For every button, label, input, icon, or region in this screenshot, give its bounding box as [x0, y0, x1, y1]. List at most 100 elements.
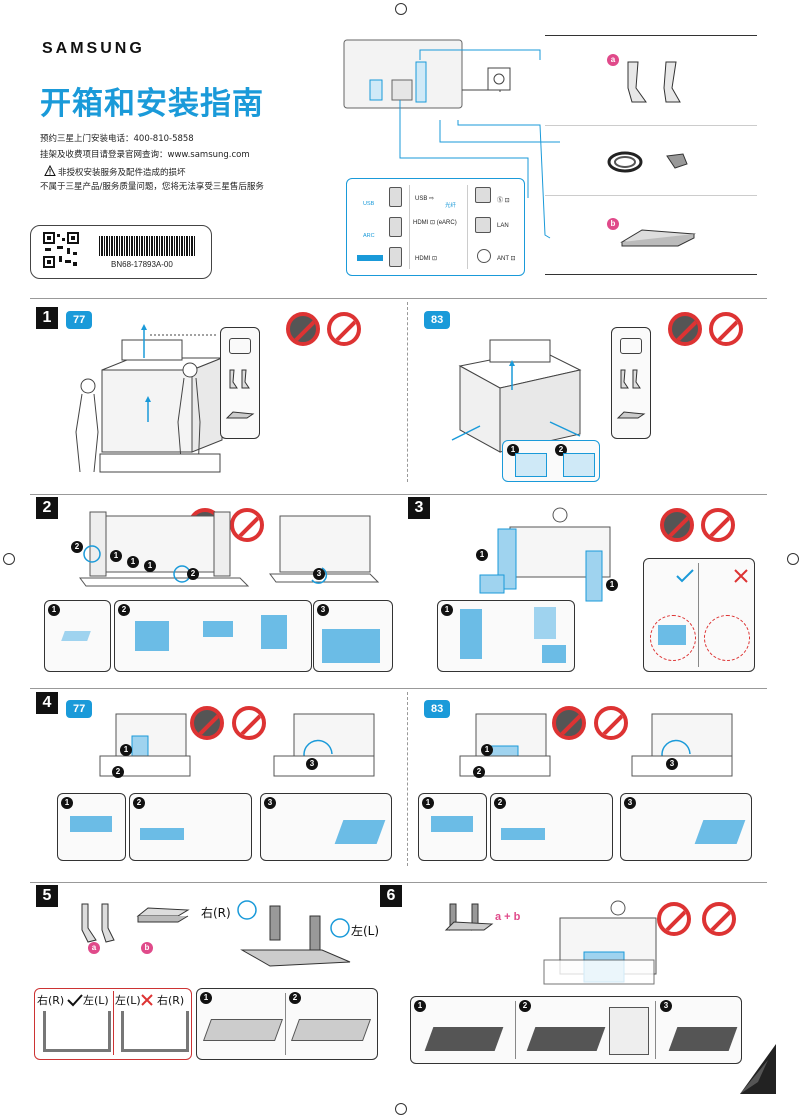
port-label-6: LAN — [497, 223, 509, 229]
step-1-badge: 1 — [414, 1000, 426, 1012]
section-divider — [30, 298, 767, 299]
rotate-tv-83 — [631, 713, 733, 777]
correct-incorrect-panel — [643, 558, 755, 672]
warning-line-1: 非授权安装服务及配件造成的损坏 — [58, 168, 186, 178]
section-number-6: 6 — [380, 885, 402, 907]
stand-base-icon — [616, 411, 646, 419]
step-1-badge: 1 — [48, 604, 60, 616]
left-leg-label: 左(L) — [351, 924, 380, 938]
no-cut-icon — [657, 902, 691, 936]
leader-line — [150, 334, 218, 336]
usb-port-icon — [389, 187, 402, 207]
no-cut-icon — [701, 508, 735, 542]
lan-port-icon — [475, 217, 491, 233]
stand-front-view — [43, 1011, 111, 1052]
barcode-text: BN68-17893A-00 — [111, 260, 173, 269]
step-3-badge: 3 — [624, 797, 636, 809]
step-3-badge: 3 — [264, 797, 276, 809]
step-2-badge: 2 — [118, 604, 130, 616]
part-b-label: b — [141, 942, 153, 954]
step-panel-4-83-1: 1 — [418, 793, 487, 861]
section-divider — [30, 882, 767, 883]
step-2-badge: 2 — [519, 1000, 531, 1012]
step-1-badge: 1 — [606, 579, 618, 591]
no-press-icon — [327, 312, 361, 346]
step-1-badge: 1 — [200, 992, 212, 1004]
parts-divider — [545, 125, 757, 126]
step-panel-2-3: 3 — [313, 600, 393, 672]
step-3-badge: 3 — [317, 604, 329, 616]
step-1-badge: 1 — [110, 550, 122, 562]
stand-combo-icon — [444, 903, 494, 931]
tab-press-image — [515, 453, 547, 477]
part-b-label: b — [607, 218, 619, 230]
section-divider-vertical — [407, 302, 408, 482]
step-panel-2-1: 1 — [44, 600, 111, 672]
base-icon — [202, 1019, 284, 1041]
port-sub-2: 光纤 — [445, 203, 457, 209]
tape-icon — [61, 631, 91, 641]
no-lift-icon — [286, 312, 320, 346]
remove-inner-block-83 — [459, 713, 551, 777]
step-3-badge: 3 — [313, 568, 325, 580]
step-panel-3-1: 1 — [437, 600, 575, 672]
box-remove-icon — [322, 629, 380, 663]
stand-icon — [668, 1027, 738, 1051]
stand-front-view — [121, 1011, 189, 1052]
step-2-badge: 2 — [71, 541, 83, 553]
block-icon — [140, 828, 184, 840]
tv-back-diagram — [343, 39, 511, 109]
left-right-orientation-panel: 右(R) 左(L) 左(L) 右(R) — [34, 988, 192, 1060]
block-icon — [431, 816, 473, 832]
step-3-badge: 3 — [666, 758, 678, 770]
no-lift-icon — [190, 706, 224, 740]
cross-icon — [141, 994, 153, 1006]
hdmi-earc-port-icon — [389, 217, 402, 237]
barcode-icon — [99, 236, 195, 256]
parts-callout-83 — [611, 327, 651, 439]
combo-label: a + b — [495, 911, 521, 923]
remove-packaging-illustration — [79, 511, 380, 587]
optical-port-icon — [475, 187, 491, 203]
ok-left-label: 左(L) — [83, 994, 109, 1007]
section-divider — [30, 494, 767, 495]
step-2-badge: 2 — [473, 766, 485, 778]
step-1-badge: 1 — [422, 797, 434, 809]
stand-parts-illustration — [81, 903, 190, 943]
step-panel-4-77-2: 2 — [129, 793, 252, 861]
section-number-1: 1 — [36, 307, 58, 329]
section-number-4: 4 — [36, 692, 58, 714]
stand-assembly-illustration — [237, 900, 351, 967]
remote-icon — [229, 338, 251, 354]
unboxing-83-illustration — [451, 339, 582, 453]
bad-left-label: 左(L) — [115, 994, 141, 1007]
cross-icon — [734, 569, 748, 583]
section-number-2: 2 — [36, 497, 58, 519]
step-1-badge: 1 — [120, 744, 132, 756]
attach-stand-steps: 1 2 3 — [410, 996, 742, 1064]
highlight-circle — [704, 615, 750, 661]
port-label-1: USB ⇨ — [415, 196, 435, 202]
stand-base-icon — [225, 411, 255, 419]
no-cut-icon — [230, 508, 264, 542]
hdmi-port-icon — [389, 247, 402, 267]
step-panel-2-2: 2 — [114, 600, 312, 672]
qr-code-icon — [43, 232, 79, 268]
page-title: 开箱和安装指南 — [40, 86, 264, 122]
stand-base-icon — [620, 229, 696, 247]
size-tag-77: 77 — [66, 700, 93, 718]
remote-icon — [620, 338, 642, 354]
port-label-3: Ⓢ ⊡ — [497, 198, 510, 204]
no-press-icon — [709, 312, 743, 346]
step-2-badge: 2 — [187, 568, 199, 580]
no-cut-icon — [594, 706, 628, 740]
ant-port-icon — [477, 249, 491, 263]
check-icon — [676, 569, 694, 583]
step-1-badge: 1 — [481, 744, 493, 756]
registration-mark-icon — [787, 553, 799, 565]
no-tool-icon — [702, 902, 736, 936]
stand-legs-icon — [627, 61, 681, 103]
right-leg-label: 右(R) — [201, 906, 231, 920]
base-icon — [334, 820, 386, 844]
brand-logo: SAMSUNG — [42, 40, 145, 57]
